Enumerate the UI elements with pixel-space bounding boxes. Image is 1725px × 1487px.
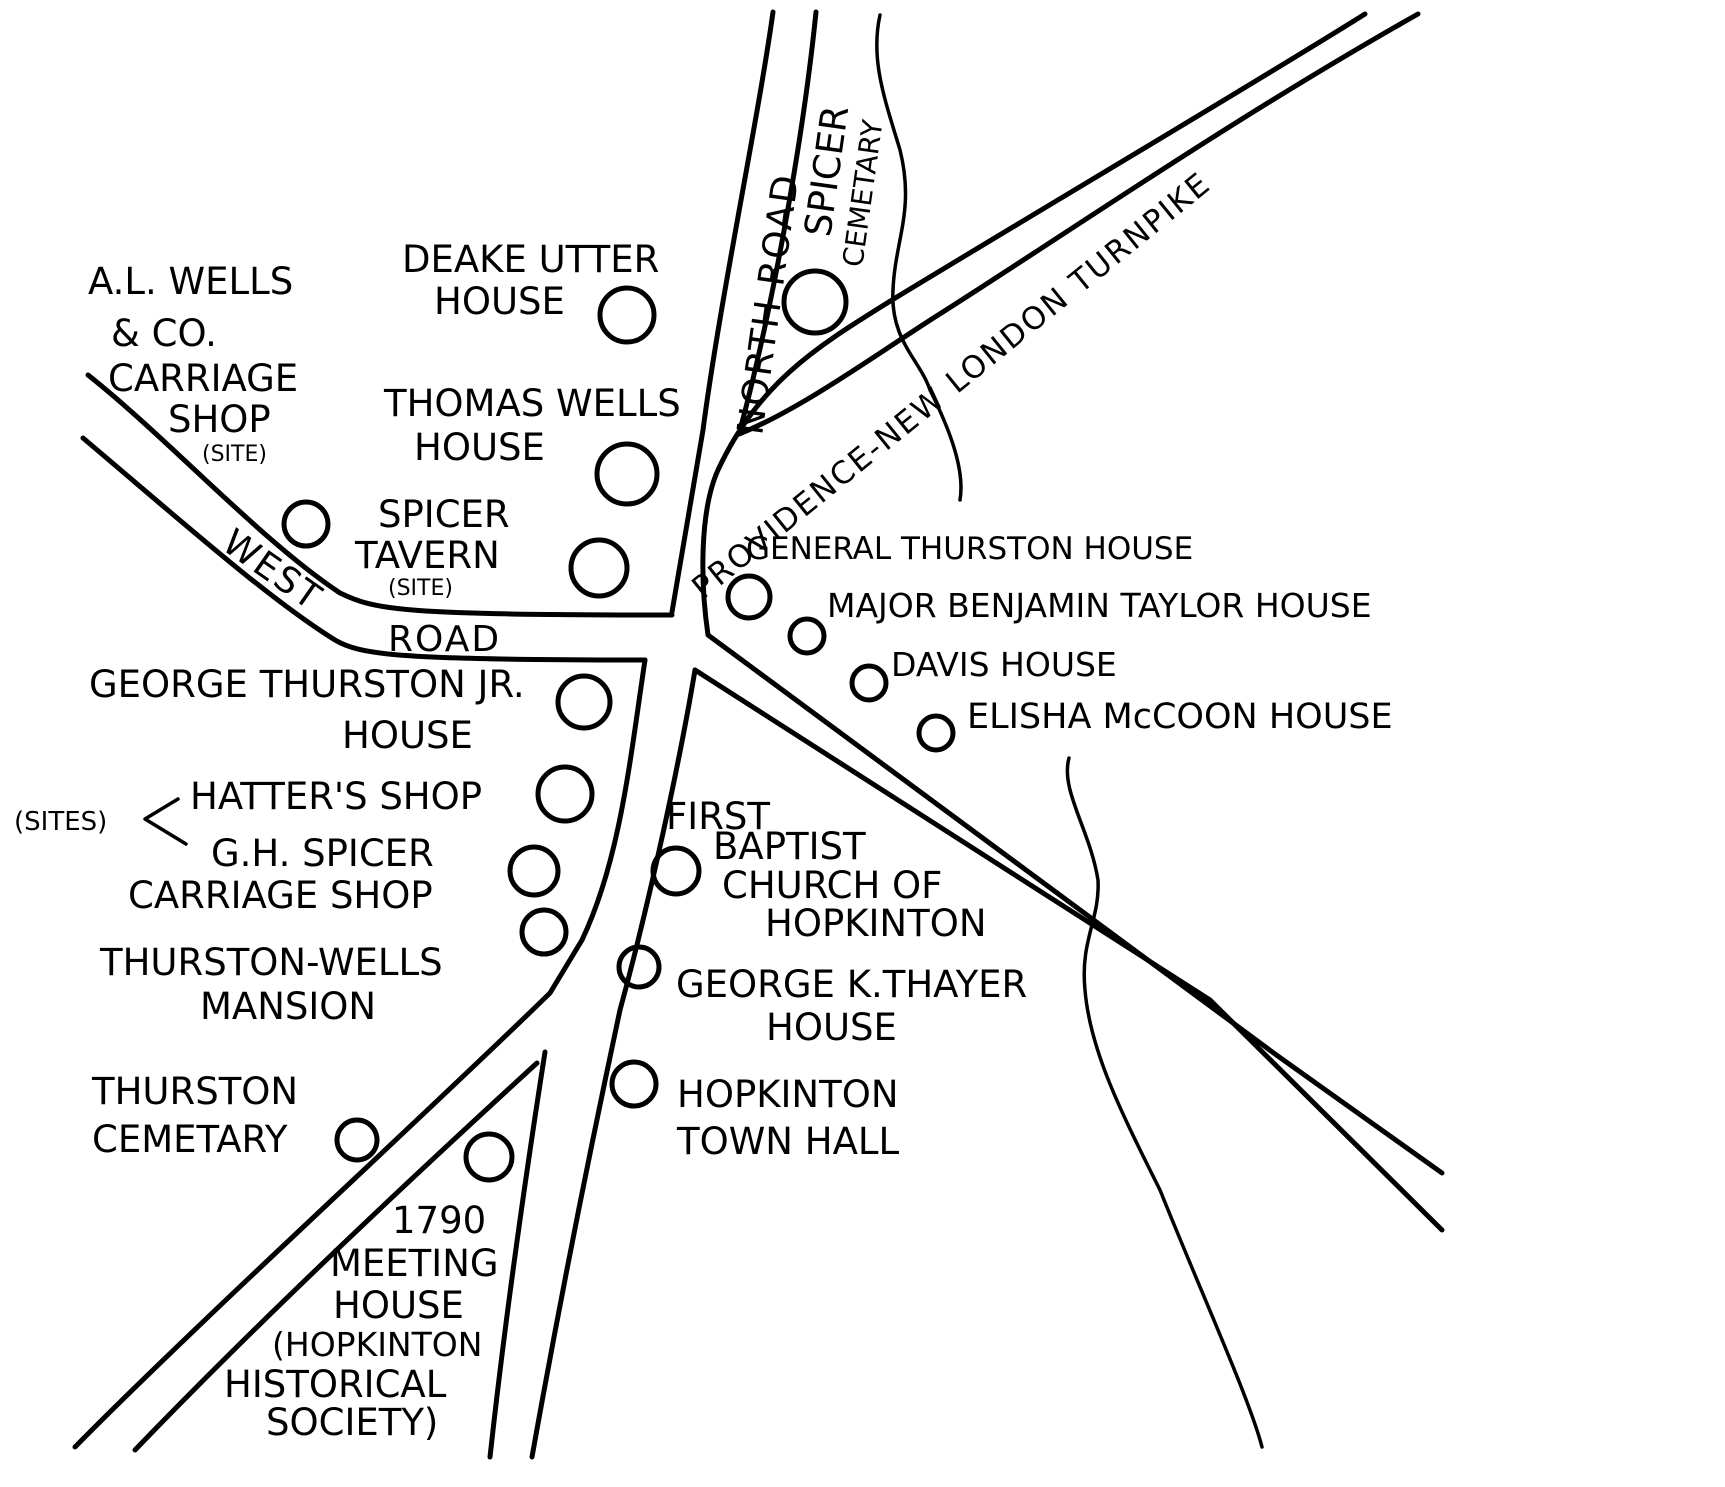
site-george-k-thayer-house xyxy=(616,944,662,990)
site-al-wells-carriage-shop xyxy=(281,499,331,549)
label-hatters-shop: HATTER'S SHOP xyxy=(190,775,482,818)
stream-north xyxy=(875,13,963,502)
south-road-west-edge xyxy=(529,667,698,1460)
site-thurston-wells-mansion xyxy=(519,907,569,957)
label-thomas-wells-1: THOMAS WELLS xyxy=(383,382,681,425)
label-thomas-wells-2: HOUSE xyxy=(414,426,545,469)
site-major-benjamin-taylor-house xyxy=(787,616,827,656)
label-george-thurston-1: GEORGE THURSTON JR. xyxy=(89,663,525,706)
stream-south xyxy=(1065,756,1264,1449)
meeting-road-west-edge xyxy=(132,1060,540,1453)
site-general-thurston-house xyxy=(725,573,773,621)
site-george-thurston-jr-house xyxy=(555,673,613,731)
label-thurston-wells-1: THURSTON-WELLS xyxy=(99,941,443,984)
label-sites: (SITES) xyxy=(14,807,107,837)
north-road-east-edge xyxy=(736,9,819,437)
label-first-baptist-3: CHURCH OF xyxy=(722,864,942,907)
west-road-label-2: ROAD xyxy=(388,619,501,660)
site-thomas-wells-house xyxy=(594,441,660,507)
site-hatters-shop xyxy=(535,764,595,824)
site-gh-spicer-carriage-shop xyxy=(507,844,561,898)
site-first-baptist-church xyxy=(650,845,702,897)
label-deake-utter-2: HOUSE xyxy=(434,280,565,323)
label-general-thurston: GENERAL THURSTON HOUSE xyxy=(746,531,1193,567)
site-spicer-tavern xyxy=(568,537,630,599)
label-thurston-wells-2: MANSION xyxy=(200,985,376,1028)
label-george-thayer-2: HOUSE xyxy=(766,1006,897,1049)
site-1790-meeting-house xyxy=(463,1131,515,1183)
site-elisha-mccoon-house xyxy=(916,713,956,753)
label-al-wells-5: (SITE) xyxy=(202,442,267,467)
label-first-baptist-2: BAPTIST xyxy=(713,825,866,868)
site-deake-utter-house xyxy=(597,285,657,345)
label-meeting-2: MEETING xyxy=(330,1242,499,1285)
north-road-label: NORTH ROAD xyxy=(730,171,807,437)
site-hopkinton-town-hall xyxy=(609,1059,659,1109)
label-first-baptist-1: FIRST xyxy=(666,795,770,838)
label-spicer-tavern-2: TAVERN xyxy=(354,534,500,577)
turnpike-south-edge xyxy=(692,667,1445,1233)
site-spicer-cemetary xyxy=(781,268,849,336)
label-meeting-4: (HOPKINTON xyxy=(272,1325,482,1364)
turnpike-lower-edge xyxy=(736,11,1421,437)
label-major-taylor: MAJOR BENJAMIN TAYLOR HOUSE xyxy=(827,586,1372,625)
label-al-wells-4: SHOP xyxy=(168,398,271,441)
label-al-wells-2: & CO. xyxy=(111,312,217,355)
southwest-road-east-edge xyxy=(72,657,648,1450)
label-thurston-cemetary-1: THURSTON xyxy=(91,1070,298,1113)
label-town-hall-2: TOWN HALL xyxy=(676,1120,899,1163)
label-al-wells-1: A.L. WELLS xyxy=(88,260,293,303)
label-gh-spicer-2: CARRIAGE SHOP xyxy=(128,874,433,917)
label-elisha-mccoon: ELISHA McCOON HOUSE xyxy=(967,697,1393,737)
label-meeting-1: 1790 xyxy=(392,1199,486,1242)
label-george-thurston-2: HOUSE xyxy=(342,714,473,757)
label-george-thayer-1: GEORGE K.THAYER xyxy=(676,963,1027,1006)
label-first-baptist-4: HOPKINTON xyxy=(765,902,987,945)
label-meeting-5: HISTORICAL xyxy=(224,1363,447,1406)
label-thurston-cemetary-2: CEMETARY xyxy=(92,1118,288,1161)
site-davis-house xyxy=(849,663,889,703)
north-road-west-edge xyxy=(669,9,776,615)
turnpike-upper-edge xyxy=(700,11,1445,1176)
label-al-wells-3: CARRIAGE xyxy=(108,357,298,400)
label-deake-utter-1: DEAKE UTTER xyxy=(402,238,659,281)
label-spicer-tavern-3: (SITE) xyxy=(388,576,453,601)
west-road-north-edge xyxy=(85,372,675,618)
label-davis: DAVIS HOUSE xyxy=(891,645,1117,684)
label-spicer-tavern-1: SPICER xyxy=(378,493,510,536)
label-gh-spicer-1: G.H. SPICER xyxy=(211,832,434,875)
west-road-south-edge xyxy=(80,435,648,663)
sites-bracket xyxy=(143,797,188,846)
label-meeting-3: HOUSE xyxy=(333,1284,464,1327)
label-town-hall-1: HOPKINTON xyxy=(677,1073,899,1116)
site-thurston-cemetary xyxy=(334,1117,380,1163)
label-meeting-6: SOCIETY) xyxy=(266,1401,438,1444)
meeting-road-east-edge xyxy=(487,1049,548,1460)
